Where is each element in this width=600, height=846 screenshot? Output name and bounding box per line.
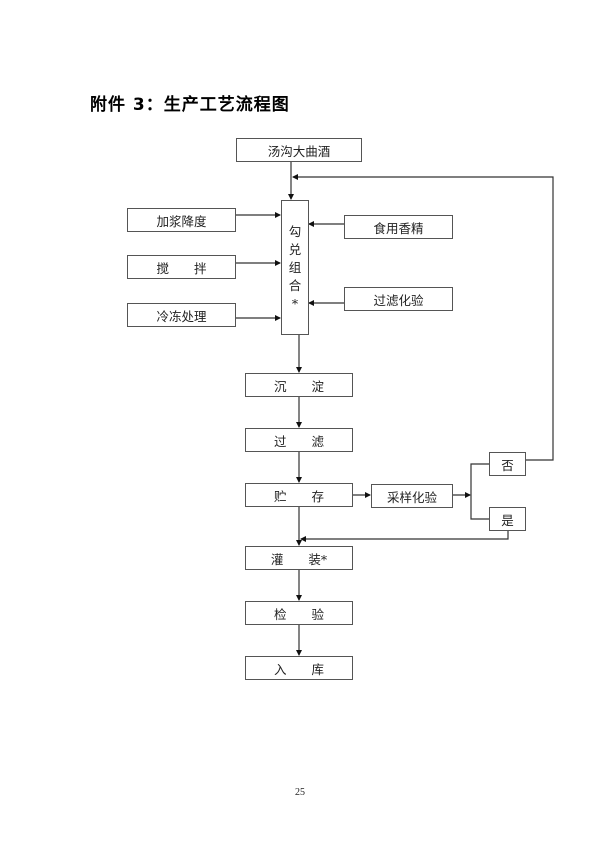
right-input-label: 食用香精 [373,220,424,236]
process-step-label: 入 库 [273,661,324,677]
decision-yes-label: 是 [501,512,514,528]
process-step-box: 入 库 [245,656,353,680]
decision-bracket [470,463,489,520]
process-step-label: 过 滤 [273,433,324,449]
blend-char: * [291,295,299,311]
process-step-label: 沉 淀 [273,378,324,394]
return-line-yes [300,531,509,542]
left-input-label: 冷冻处理 [156,308,207,324]
process-step-box: 检 验 [245,601,353,625]
process-step-label: 灌 装* [270,551,328,567]
blend-char: 组 [288,259,302,275]
process-step-box: 沉 淀 [245,373,353,397]
decision-yes-box: 是 [489,507,526,531]
page-title: 附件 3：生产工艺流程图 [90,95,290,115]
sampling-box: 采样化验 [371,484,453,508]
left-input-label: 搅 拌 [156,260,207,276]
right-input-label: 过滤化验 [373,292,424,308]
process-step-box: 灌 装* [245,546,353,570]
sampling-label: 采样化验 [386,489,437,505]
process-step-box: 贮 存 [245,483,353,507]
process-step-box: 过 滤 [245,428,353,452]
decision-no-label: 否 [501,457,514,473]
process-step-label: 贮 存 [273,488,324,504]
left-input-box: 搅 拌 [127,255,236,279]
decision-no-box: 否 [489,452,526,476]
page-number: 25 [295,787,305,798]
left-input-box: 冷冻处理 [127,303,236,327]
right-input-box: 食用香精 [344,215,453,239]
feedback-line-no [292,174,554,461]
source-box: 汤沟大曲酒 [236,138,362,162]
left-input-box: 加浆降度 [127,208,236,232]
blend-box: 勾 兑 组 合 * [281,200,309,335]
process-step-label: 检 验 [273,606,324,622]
left-input-label: 加浆降度 [156,213,207,229]
right-input-box: 过滤化验 [344,287,453,311]
source-label: 汤沟大曲酒 [267,143,331,159]
blend-char: 合 [288,277,302,293]
blend-char: 勾 [288,223,302,239]
blend-char: 兑 [288,241,302,257]
